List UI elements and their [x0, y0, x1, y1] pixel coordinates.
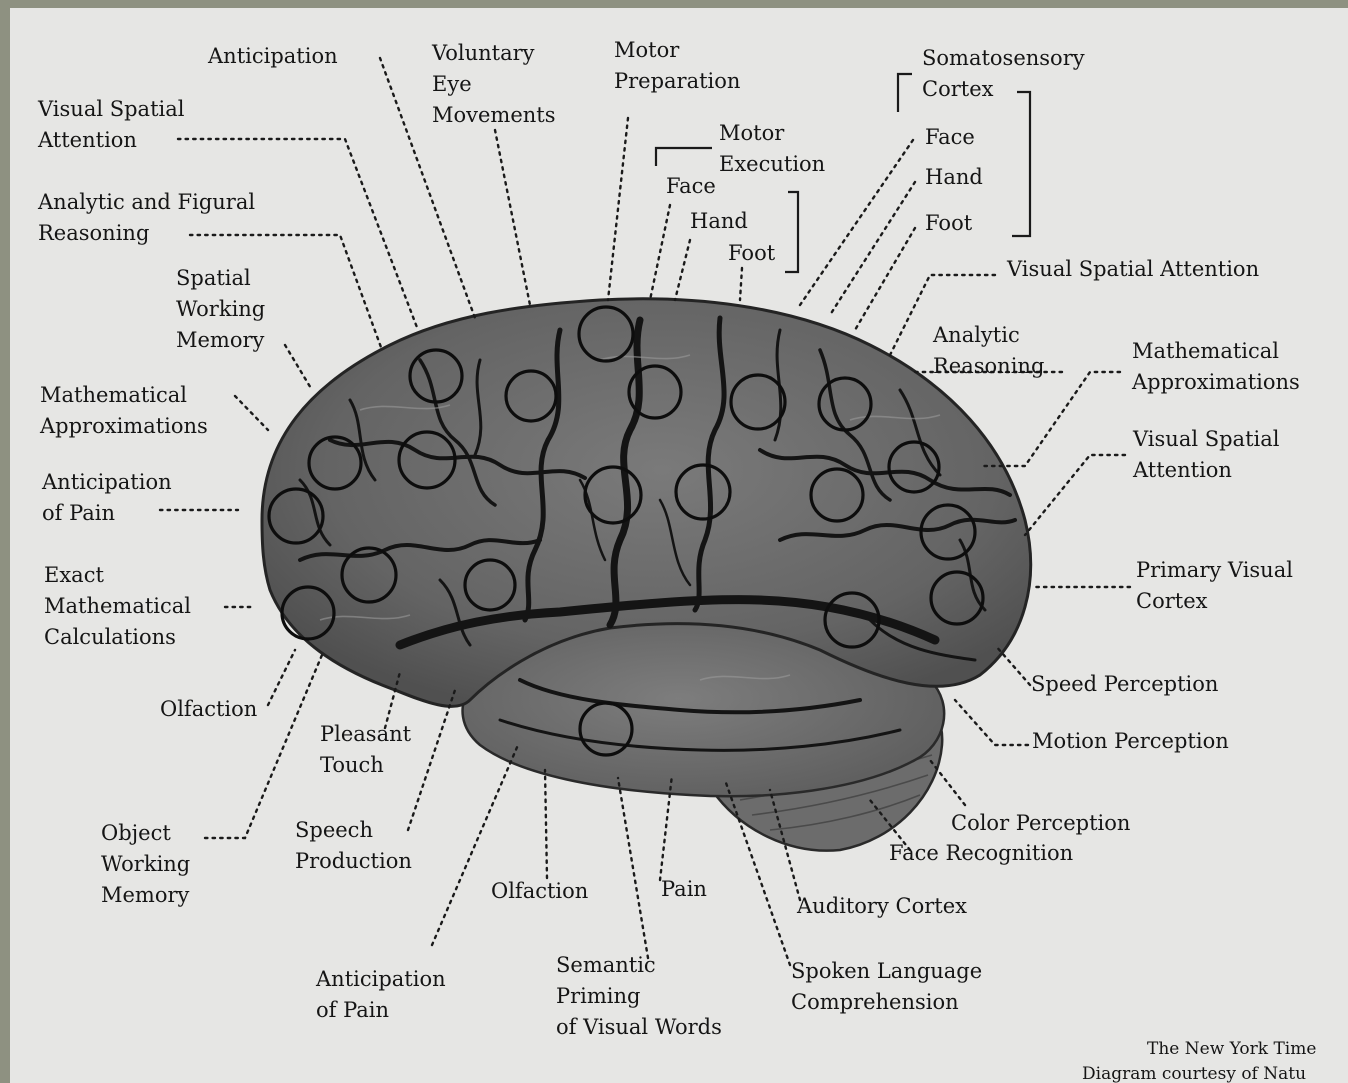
label-anticipation-of-pain-bottom: Anticipation of Pain [316, 964, 446, 1026]
label-motor-foot: Foot [728, 238, 775, 269]
label-visual-spatial-attention-left: Visual Spatial Attention [38, 94, 184, 156]
label-speech-production: Speech Production [295, 815, 412, 877]
brain-illustration [10, 8, 1348, 1083]
credit-line-1: The New York Time [1147, 1037, 1316, 1061]
label-analytic-reasoning: Analytic Reasoning [933, 320, 1044, 382]
credit-line-2: Diagram courtesy of Natu [1082, 1062, 1306, 1083]
label-motor-face: Face [666, 171, 716, 202]
label-mathematical-approximations-right: Mathematical Approximations [1132, 336, 1300, 398]
label-spoken-language-comprehension: Spoken Language Comprehension [791, 956, 982, 1018]
label-somatosensory-foot: Foot [925, 208, 972, 239]
label-object-working-memory: Object Working Memory [101, 818, 190, 911]
label-motion-perception: Motion Perception [1032, 726, 1229, 757]
label-visual-spatial-attention-right: Visual Spatial Attention [1133, 424, 1279, 486]
label-analytic-figural-reasoning: Analytic and Figural Reasoning [38, 187, 255, 249]
label-voluntary-eye-movements: Voluntary Eye Movements [432, 38, 556, 131]
label-motor-execution: Motor Execution [719, 118, 825, 180]
label-speed-perception: Speed Perception [1031, 669, 1218, 700]
label-motor-preparation: Motor Preparation [614, 35, 740, 97]
label-motor-hand: Hand [690, 206, 748, 237]
label-primary-visual-cortex: Primary Visual Cortex [1136, 555, 1293, 617]
label-anticipation-of-pain-left: Anticipation of Pain [42, 467, 172, 529]
label-mathematical-approximations-left: Mathematical Approximations [40, 380, 208, 442]
label-somatosensory-hand: Hand [925, 162, 983, 193]
label-somatosensory-face: Face [925, 122, 975, 153]
label-pain: Pain [661, 874, 707, 905]
label-somatosensory-cortex: Somatosensory Cortex [922, 43, 1085, 105]
label-olfaction-left: Olfaction [160, 694, 257, 725]
diagram-frame: Anticipation Voluntary Eye Movements Mot… [10, 8, 1348, 1083]
label-pleasant-touch: Pleasant Touch [320, 719, 411, 781]
label-olfaction-bottom: Olfaction [491, 876, 588, 907]
label-color-perception: Color Perception [951, 808, 1130, 839]
label-face-recognition: Face Recognition [889, 838, 1073, 869]
label-semantic-priming: Semantic Priming of Visual Words [556, 950, 722, 1043]
brain-function-diagram: Anticipation Voluntary Eye Movements Mot… [10, 8, 1348, 1083]
label-spatial-working-memory: Spatial Working Memory [176, 263, 265, 356]
label-anticipation: Anticipation [208, 41, 338, 72]
label-exact-mathematical-calculations: Exact Mathematical Calculations [44, 560, 191, 653]
label-auditory-cortex: Auditory Cortex [797, 891, 967, 922]
label-visual-spatial-attention-top-right: Visual Spatial Attention [1007, 254, 1259, 285]
